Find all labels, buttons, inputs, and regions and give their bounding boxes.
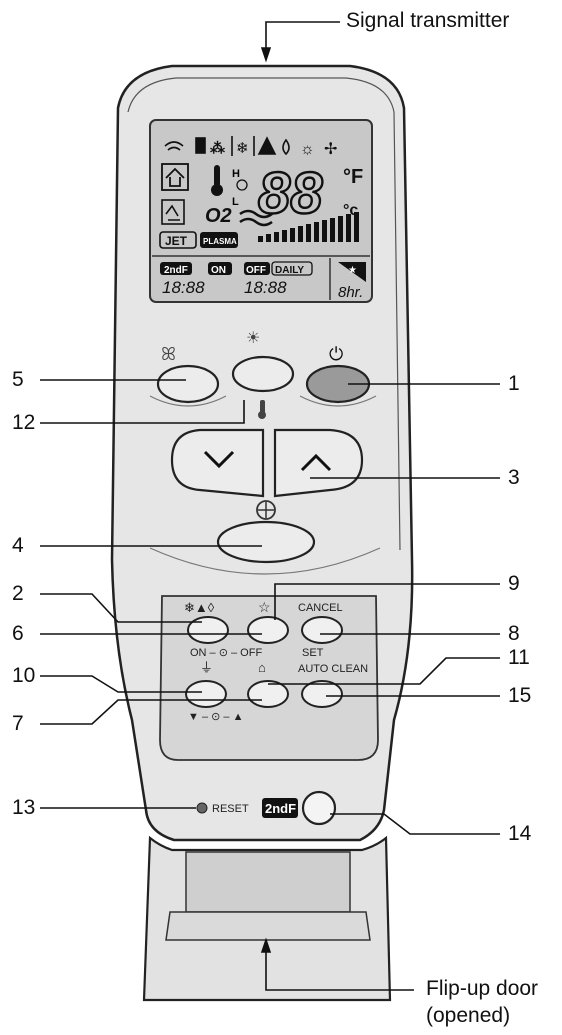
callout-9: 9 <box>508 572 520 595</box>
svg-text:⁂: ⁂ <box>210 140 225 157</box>
lcd-mode-icons: ⁂ ❄ ☼ ✢ <box>164 136 337 158</box>
airflow-icon <box>239 209 273 227</box>
mode-button[interactable] <box>187 616 229 644</box>
callout-13: 13 <box>12 796 36 819</box>
jet-label: JET <box>165 234 188 248</box>
callout-6: 6 <box>12 622 24 645</box>
thermometer-icon <box>211 165 223 196</box>
chevron-down-icon <box>203 450 235 469</box>
callout-15: 15 <box>508 684 532 707</box>
timer-row-label: ▼ – ⊙ – ▲ <box>188 711 243 723</box>
callout-leaders <box>40 21 500 991</box>
auto-clean-button[interactable] <box>301 680 343 708</box>
flip-up-door-caption: Flip-up door <box>426 977 539 1000</box>
set-label: SET <box>302 647 324 659</box>
chevron-up-icon <box>300 453 332 472</box>
svg-text:✢: ✢ <box>324 141 337 158</box>
cancel-button[interactable] <box>301 616 343 644</box>
daily-lcd: DAILY <box>275 265 304 276</box>
callout-7: 7 <box>12 712 24 735</box>
callout-2: 2 <box>12 582 24 605</box>
svg-text:☼: ☼ <box>300 141 315 158</box>
temp-up-button[interactable] <box>273 428 364 498</box>
power-icon: ⏻ <box>329 344 343 364</box>
cancel-label: CANCEL <box>298 602 343 614</box>
swing-icon: ꕤ <box>161 344 176 364</box>
o2-label: O2 <box>205 205 232 227</box>
plug-icon: ⏚ <box>200 660 213 675</box>
callout-12: 12 <box>12 411 36 434</box>
room-temp-button[interactable] <box>247 680 289 708</box>
swing-button[interactable] <box>156 364 220 404</box>
off-lcd: OFF <box>246 265 266 276</box>
sleep-icon <box>161 199 185 225</box>
second-f-lcd: 2ndF <box>164 265 188 276</box>
on-lcd: ON <box>211 265 226 276</box>
on-off-row-label: ON – ⊙ – OFF <box>190 647 262 659</box>
room-icon: ⌂ <box>258 660 266 675</box>
callout-11: 11 <box>508 646 530 669</box>
auto-clean-label: AUTO CLEAN <box>298 663 368 675</box>
callout-4: 4 <box>12 534 24 557</box>
plasma-label: PLASMA <box>203 237 237 246</box>
fan-icon <box>256 500 276 520</box>
fan-bar-graph <box>258 212 359 242</box>
svg-text:★: ★ <box>348 265 357 276</box>
time-on-lcd: 18:88 <box>162 278 205 297</box>
fan-speed-button[interactable] <box>216 520 316 564</box>
callout-1: 1 <box>508 372 520 395</box>
mode-sun-icon: ☀ <box>246 330 260 347</box>
unit-fahrenheit: °F <box>343 166 363 188</box>
hours-lcd: 8hr. <box>338 284 363 301</box>
star-icon: ☆ <box>258 599 271 615</box>
mode-icons-small: ❄▲◊ <box>184 600 215 615</box>
callout-14: 14 <box>508 822 532 845</box>
second-f-button[interactable] <box>301 790 337 826</box>
reset-label: RESET <box>212 803 249 815</box>
callout-3: 3 <box>508 466 520 489</box>
signal-transmitter-caption: Signal transmitter <box>346 9 510 32</box>
callout-8: 8 <box>508 622 520 645</box>
energy-button[interactable] <box>185 680 227 708</box>
fan-low-label: L <box>232 196 239 208</box>
callout-5: 5 <box>12 368 24 391</box>
reset-button[interactable] <box>196 802 208 814</box>
time-off-lcd: 18:88 <box>244 278 287 297</box>
fan-high-label: H <box>232 168 240 180</box>
svg-text:❄: ❄ <box>236 140 249 157</box>
sleep-timer-button[interactable] <box>247 616 289 644</box>
star-flag-icon <box>338 262 366 282</box>
callout-10: 10 <box>12 664 36 687</box>
jet-mode-button[interactable] <box>231 355 295 393</box>
house-icon <box>161 163 189 191</box>
second-f-key-label: 2ndF <box>265 801 296 816</box>
flip-up-door-caption-2: (opened) <box>426 1004 511 1027</box>
